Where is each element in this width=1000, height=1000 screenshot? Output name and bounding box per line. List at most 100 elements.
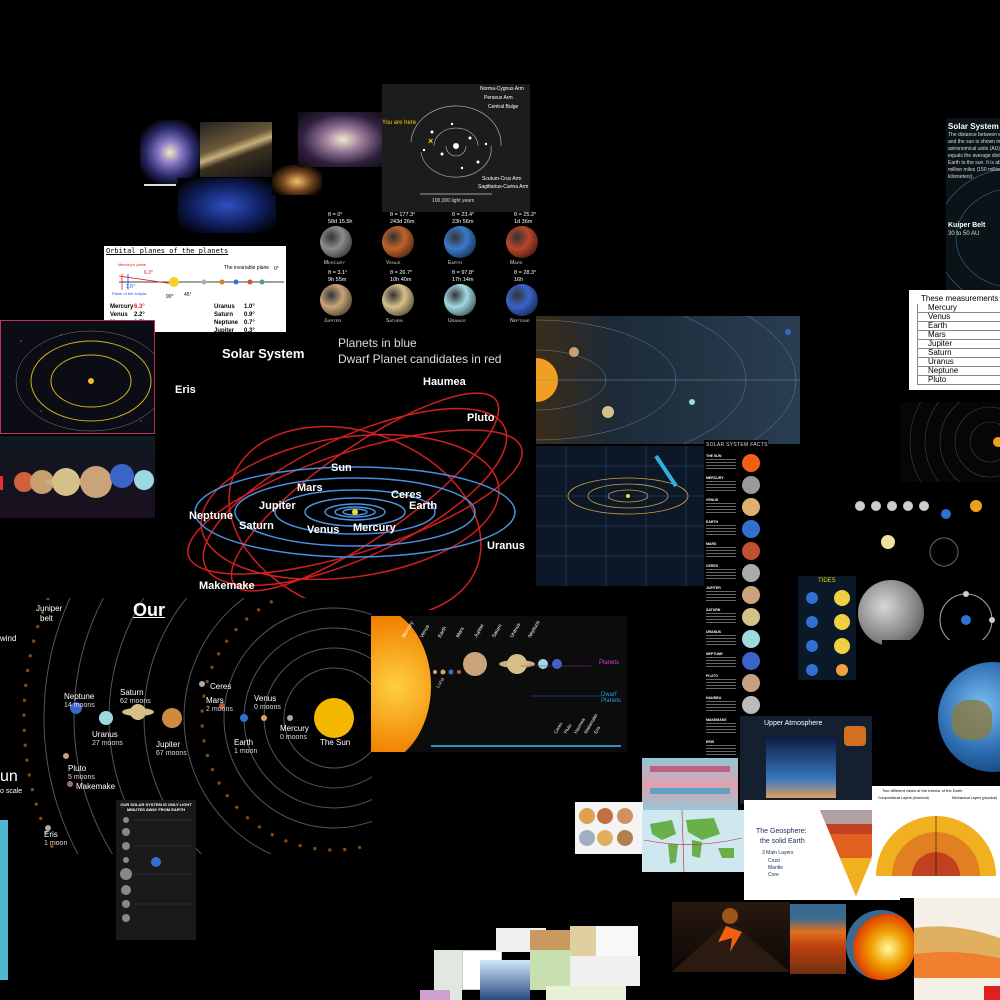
atmosphere-layers-chart[interactable]: [642, 758, 738, 812]
label-pluto: Pluto: [467, 412, 495, 424]
legend-dwarf: Dwarf Planet candidates in red: [338, 352, 502, 366]
fact-heading: URANUS: [706, 630, 721, 634]
rock-layers-image[interactable]: [790, 904, 846, 974]
comp-layers-label: Compositional Layers (chemical): [878, 796, 929, 800]
tectonic-map[interactable]: [642, 810, 744, 872]
label-venus: Venus: [307, 524, 340, 536]
biology-thumbnail-7[interactable]: [480, 960, 530, 1000]
measurement-row: Neptune: [917, 367, 1000, 376]
light-minutes-infographic[interactable]: OUR SOLAR SYSTEM IS ONLY LIGHT MINUTES A…: [116, 800, 196, 940]
fact-heading: VENUS: [706, 498, 719, 502]
fact-heading: ERIS: [706, 740, 715, 744]
biology-thumbnail-9[interactable]: [570, 956, 640, 986]
label-sun: Sun: [331, 462, 352, 474]
tectonic-map-svg: [643, 810, 743, 872]
moon-phases-svg: [855, 500, 982, 567]
crust-diagram[interactable]: [914, 898, 1000, 1000]
earth-layers-thumbnails[interactable]: [575, 802, 643, 854]
orbital-plane-cell: Saturn: [214, 312, 234, 318]
layers-thumb-svg: [579, 808, 633, 846]
earth-core-image[interactable]: [846, 906, 916, 986]
label-mercury: Mercury: [353, 522, 396, 534]
solar-system-text-panel[interactable]: Solar System The distance between each o…: [946, 118, 1000, 298]
solar-text-body: The distance between each object and the…: [948, 132, 1000, 180]
orbital-planes-diagram[interactable]: Orbital planes of the planets Mercury's …: [104, 246, 286, 338]
galaxy-grid-thumbnail[interactable]: [178, 178, 276, 233]
fact-text-lines: [706, 525, 736, 535]
orbital-plane-cell: Jupiter: [214, 328, 235, 334]
orbits-3d-image[interactable]: [536, 316, 800, 444]
fact-heading: PLUTO: [706, 674, 718, 678]
angle-label-2: 1.6°: [126, 284, 135, 290]
biology-thumbnail-5[interactable]: [570, 926, 596, 956]
planet-sphere: [320, 226, 352, 258]
moon-image[interactable]: [858, 580, 924, 646]
tilt-value: θ = 177.3°: [390, 212, 416, 218]
biology-thumbnail-4[interactable]: [530, 930, 574, 950]
invariable-plane-label: The invariable plane: [224, 265, 270, 271]
galaxy-thumbnail[interactable]: [140, 120, 200, 185]
planets-label: Planets: [599, 660, 620, 666]
volcano-image[interactable]: [672, 902, 790, 972]
angle-label-90: 90°: [166, 294, 174, 300]
measurement-row: Earth: [917, 322, 1000, 331]
moon-body-name: Venus: [254, 694, 277, 703]
moon-count: 0 moons: [280, 734, 307, 741]
tilt-value: θ = 25.2°: [514, 212, 537, 218]
planet-name: Earth: [448, 260, 463, 266]
moons-diagram[interactable]: Our Juniper belt wind un o scale Neptune…: [0, 598, 372, 854]
zero-deg-label: 0°: [274, 266, 279, 272]
volcano-svg: [672, 908, 790, 972]
wind-label: wind: [0, 634, 17, 643]
planet-name: Mars: [510, 260, 523, 266]
galaxy-disk-thumbnail[interactable]: [298, 112, 388, 167]
moons-title: Our: [133, 600, 166, 620]
tilt-value: θ = 23.4°: [452, 212, 475, 218]
biology-thumbnail-10[interactable]: [546, 986, 626, 1000]
planet-lineup-image[interactable]: [0, 436, 155, 518]
layer-item: Core: [768, 872, 779, 878]
orbit-chart-blue[interactable]: [536, 446, 708, 586]
tides-title: TIDES: [818, 578, 836, 584]
measurement-row: Uranus: [917, 358, 1000, 367]
planet-name: Uranus: [448, 318, 466, 324]
planet-name: Saturn: [386, 318, 403, 324]
fact-heading: SATURN: [706, 608, 721, 612]
moon-phases-image[interactable]: [850, 482, 1000, 572]
moon-body-name: Saturn: [120, 688, 144, 697]
orbits-star-chart[interactable]: [0, 320, 155, 434]
biology-thumbnail-8[interactable]: [530, 950, 572, 990]
light-minutes-title: OUR SOLAR SYSTEM IS ONLY LIGHT MINUTES A…: [120, 802, 192, 812]
tides-diagram[interactable]: TIDES: [798, 576, 856, 680]
upper-atmosphere-title: Upper Atmosphere: [764, 720, 823, 727]
upper-atmosphere-panel[interactable]: Upper Atmosphere: [740, 716, 872, 804]
crust-svg: [914, 926, 1000, 1000]
planet-sphere: [506, 226, 538, 258]
galaxy-map[interactable]: × You are here Norma-Cygnus Arm Perseus …: [382, 84, 530, 214]
central-bulge-label: Central Bulge: [488, 104, 519, 110]
geosphere-title: The Geosphere:: [756, 828, 807, 835]
milky-way-thumbnail[interactable]: [200, 122, 272, 177]
tilt-value: θ = 97.8°: [452, 270, 475, 276]
earth-interior-diagram[interactable]: Two different views of the Interior of t…: [872, 786, 1000, 898]
measurement-row: Mercury: [917, 304, 1000, 313]
orbital-plane-cell: 2.2°: [134, 312, 145, 318]
galaxy-edge-thumbnail[interactable]: [272, 165, 322, 195]
interior-svg: [876, 816, 996, 876]
fact-heading: CERES: [706, 564, 719, 568]
rotation-period: 23h 56m: [452, 219, 474, 225]
earth-globe-image[interactable]: [882, 640, 1000, 782]
moon-body-name: Eris: [44, 830, 58, 839]
kuiper-range: 30 to 50 AU: [948, 231, 980, 237]
biology-thumbnail-11[interactable]: [420, 990, 450, 1000]
solar-system-orbits-diagram[interactable]: Solar System Planets in blue Dwarf Plane…: [155, 332, 533, 610]
